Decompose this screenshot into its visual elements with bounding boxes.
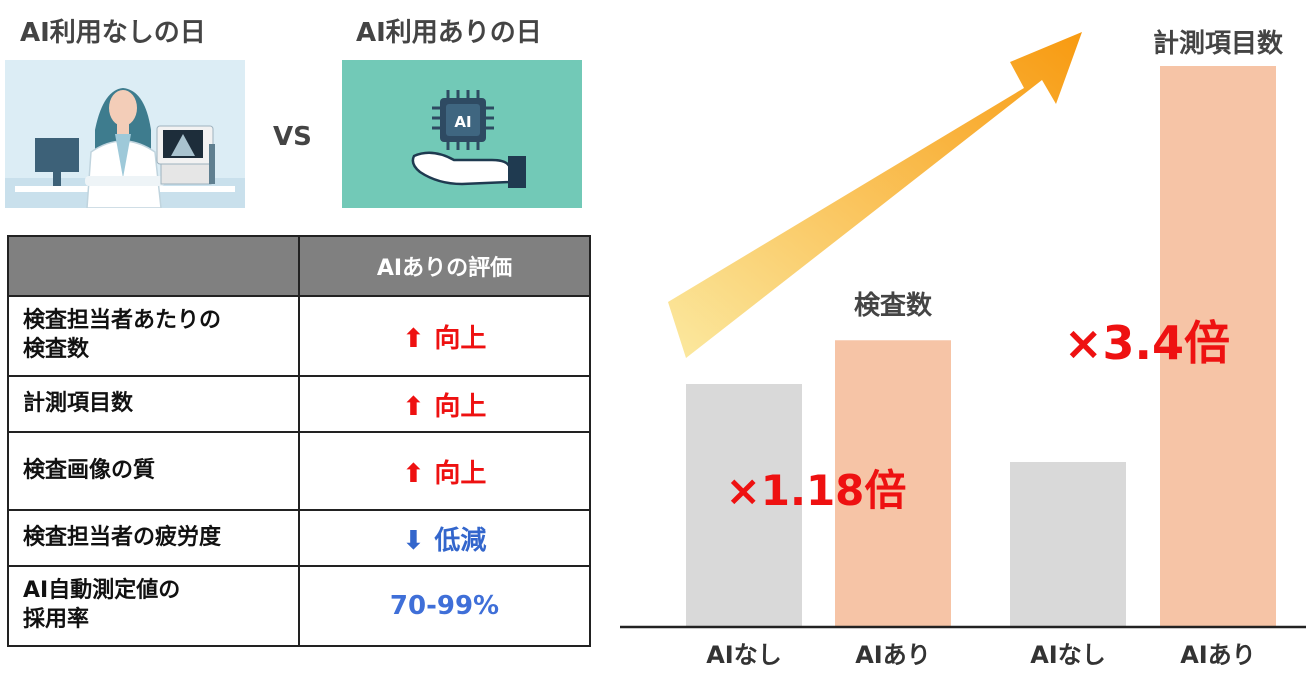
comparison-table: AIありの評価検査担当者あたりの検査数⬆向上計測項目数⬆向上検査画像の質⬆向上検… (7, 235, 591, 647)
table-header-row: AIありの評価 (7, 235, 591, 297)
table-row: 検査担当者の疲労度 ⬇ 低減 (7, 509, 591, 567)
heading-without-ai: AI利用なしの日 (20, 18, 206, 48)
table-row-value: ⬆ 向上 (298, 295, 591, 377)
group-label: 計測項目数 (1153, 28, 1284, 59)
ai-chip-hand-illustration: AI (342, 60, 582, 208)
table-row-label: AI自動測定値の採用率 (7, 565, 300, 647)
ratio-label: ×3.4倍 (1064, 316, 1230, 370)
bar-exam-count-with-ai (835, 340, 951, 627)
arrow-down-icon: ⬇ (402, 525, 425, 556)
arrow-up-icon: ⬆ (402, 391, 425, 422)
table-value-text: 向上 (434, 391, 487, 422)
table-row-label: 検査担当者の疲労度 (7, 509, 300, 567)
table-value-text: 向上 (434, 323, 487, 354)
table-value-text: 低減 (434, 525, 487, 556)
table-value-text: 70-99% (389, 591, 500, 621)
table-header-blank (7, 235, 300, 297)
table-row-label: 計測項目数 (7, 375, 300, 433)
vs-label: VS (273, 122, 312, 152)
table-row: 検査画像の質 ⬆ 向上 (7, 431, 591, 511)
growth-arrow (668, 32, 1082, 358)
table-row: 計測項目数 ⬆ 向上 (7, 375, 591, 433)
category-label: AIあり (855, 641, 931, 669)
category-label: AIなし (1030, 641, 1106, 669)
table-row: 検査担当者あたりの検査数 ⬆ 向上 (7, 295, 591, 377)
heading-with-ai: AI利用ありの日 (356, 18, 542, 48)
table-row-label: 検査担当者あたりの検査数 (7, 295, 300, 377)
bar-measurement-items-with-ai (1160, 66, 1276, 627)
arrow-up-icon: ⬆ (402, 323, 425, 354)
category-label: AIあり (1180, 641, 1256, 669)
table-row-value: 70-99% (298, 565, 591, 647)
category-label: AIなし (706, 641, 782, 669)
table-value-text: 向上 (434, 458, 487, 489)
doctor-ultrasound-illustration (5, 60, 245, 208)
bar-chart: 検査数 ×1.18倍 計測項目数 ×3.4倍 AIなし AIあり AIなし AIあり (620, 28, 1306, 669)
table-row: AI自動測定値の採用率 70-99% (7, 565, 591, 647)
chip-label: AI (454, 113, 471, 131)
bar-measurement-items-without-ai (1010, 462, 1126, 627)
table-row-value: ⬇ 低減 (298, 509, 591, 567)
table-row-value: ⬆ 向上 (298, 431, 591, 511)
bar-exam-count-without-ai (686, 384, 802, 627)
arrow-up-icon: ⬆ (402, 458, 425, 489)
ratio-label: ×1.18倍 (726, 466, 907, 515)
table-row-value: ⬆ 向上 (298, 375, 591, 433)
group-label: 検査数 (854, 291, 933, 321)
table-row-label: 検査画像の質 (7, 431, 300, 511)
table-header-evaluation: AIありの評価 (298, 235, 591, 297)
